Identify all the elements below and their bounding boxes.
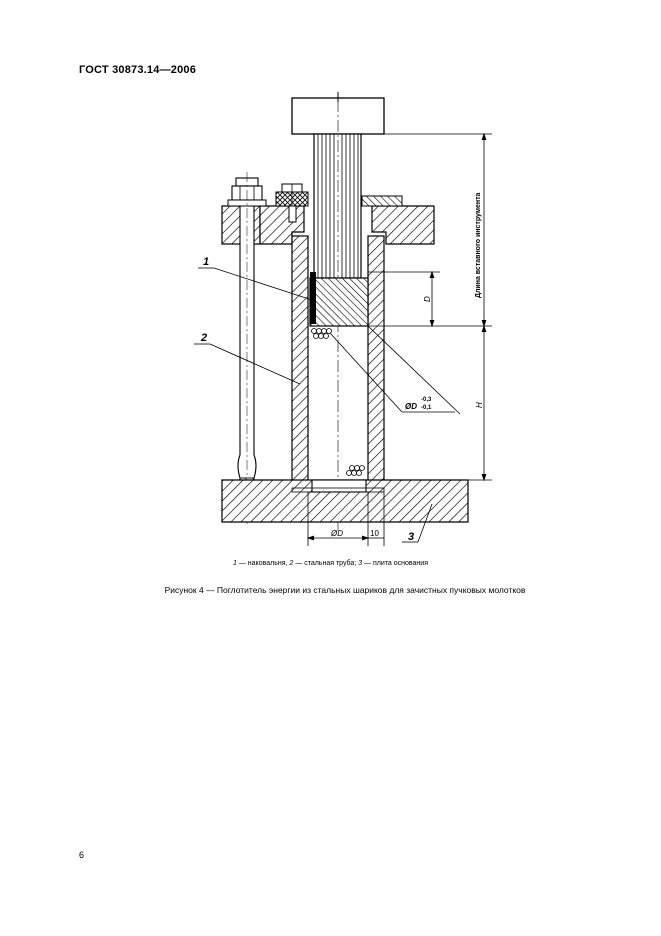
callout-1: 1 <box>203 256 209 268</box>
steel-balls <box>311 328 365 476</box>
tol-lower-label: -0,1 <box>421 405 432 411</box>
d-label: D <box>423 296 432 302</box>
legend-text-2: — стальная труба; <box>293 560 359 567</box>
dimension-d <box>368 270 492 328</box>
callout-leaders <box>194 267 433 543</box>
dia-upper-text: ØD <box>405 402 417 411</box>
legend-num-2: 2 <box>289 560 294 567</box>
document-header: ГОСТ 30873.14—2006 <box>79 64 197 76</box>
callout-3: 3 <box>408 531 414 543</box>
dia-bottom-label: ØD <box>330 529 343 538</box>
anvil <box>309 272 369 327</box>
steel-tube <box>291 235 385 493</box>
needle-bundle <box>313 133 362 279</box>
dimension-h <box>468 324 492 482</box>
h-label: H <box>475 402 484 408</box>
figure-legend: 1 — наковальня, 2 — стальная труба; 3 — … <box>0 560 661 567</box>
dimension-tool-length <box>384 132 492 328</box>
wall-label: 10 <box>370 529 379 538</box>
figure-caption: Рисунок 4 — Поглотитель энергии из сталь… <box>164 585 526 595</box>
base-plate <box>221 479 469 523</box>
legend-num-3: 3 <box>358 560 363 567</box>
clamp-screw <box>275 183 309 223</box>
diameter-leader <box>329 325 461 415</box>
tool-length-label: Длина вставного инструмента <box>475 192 482 298</box>
callout-2: 2 <box>200 332 207 344</box>
tol-upper-label: -0,3 <box>421 397 432 403</box>
page-number: 6 <box>79 850 85 860</box>
legend-text-1: — наковальня, <box>236 560 290 567</box>
dimension-bottom <box>306 492 385 546</box>
diameter-upper-label: ØD <box>405 402 417 411</box>
legend-text-3: — плита основания <box>362 560 428 567</box>
legend-num-1: 1 <box>233 560 237 567</box>
